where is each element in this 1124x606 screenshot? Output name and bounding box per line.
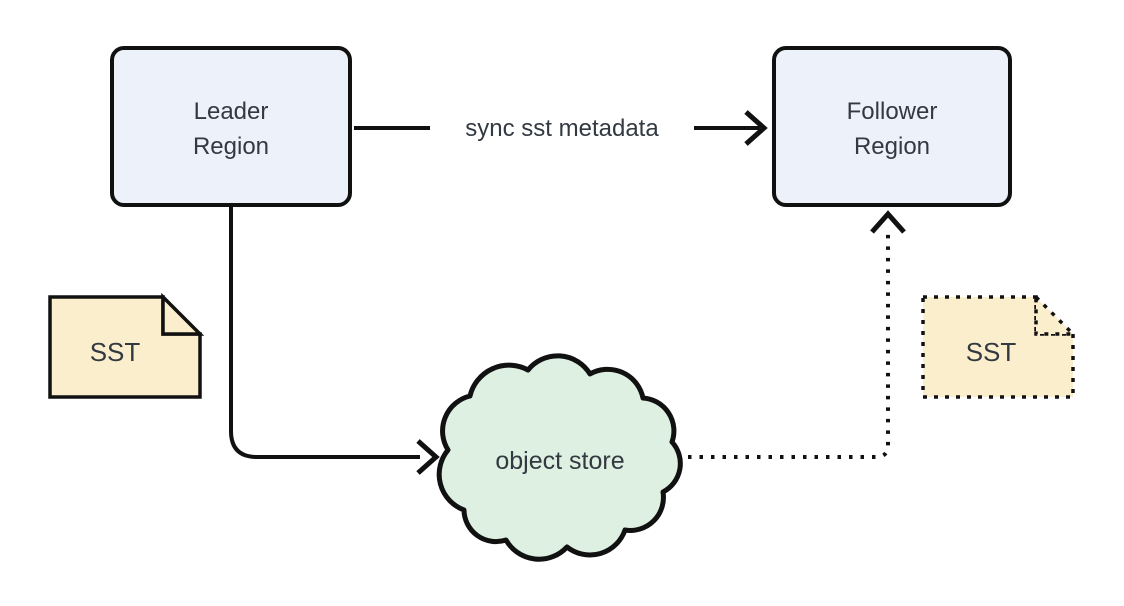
sync-edge-label: sync sst metadata [465, 115, 659, 142]
node-object-store: object store [436, 353, 683, 562]
cloud-icon [436, 353, 683, 562]
arrowhead-right-icon [416, 439, 440, 475]
leader-region-label-line2: Region [193, 133, 269, 160]
edge-sync-metadata: sync sst metadata [354, 110, 768, 146]
arrowhead-up-icon [870, 210, 906, 234]
leader-region-box [110, 46, 352, 207]
node-leader-region: Leader Region [110, 46, 352, 207]
follower-region-box [772, 46, 1012, 207]
arrowhead-right-icon [744, 110, 768, 146]
edge-object-store-to-follower [688, 210, 906, 459]
follower-region-label-line1: Follower [847, 98, 938, 125]
node-sst-left: SST [48, 292, 205, 399]
node-follower-region: Follower Region [772, 46, 1012, 207]
download-edge-line [688, 233, 890, 459]
sst-right-label: SST [966, 337, 1017, 367]
sst-left-label: SST [90, 337, 141, 367]
edge-leader-to-object-store [229, 206, 440, 475]
folded-corner-icon [1034, 292, 1078, 336]
follower-region-label-line2: Region [854, 133, 930, 160]
node-sst-right: SST [921, 292, 1078, 399]
folded-corner-icon [161, 292, 205, 336]
object-store-label: object store [495, 447, 624, 475]
leader-region-label-line1: Leader [194, 98, 269, 125]
sync-edge-label-mask [430, 110, 694, 146]
upload-edge-line [229, 206, 420, 459]
